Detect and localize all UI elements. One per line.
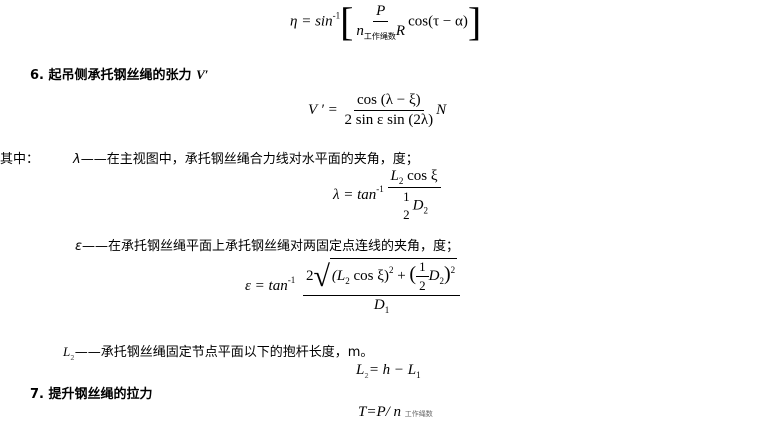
l2-def: L2——承托钢丝绳固定节点平面以下的抱杆长度，m。 [63, 341, 373, 362]
lambda-num-l: L [390, 168, 399, 184]
eps-def: ε——在承托钢丝绳平面上承托钢丝绳对两固定点连线的夹角，度； [75, 235, 459, 254]
lambda-lhs: λ = tan [333, 186, 377, 203]
l2-eq-l: L [356, 362, 365, 378]
heading-7-number: 7. [30, 387, 44, 402]
t-eq: T=P/ n [358, 404, 402, 420]
eps-sq2: 2 [450, 264, 456, 275]
lambda-desc: ——在主视图中，承托钢丝绳合力线对水平面的夹角，度； [80, 152, 419, 167]
heading-7-text: 提升钢丝绳的拉力 [48, 387, 153, 402]
eta-den-r: R [395, 22, 406, 39]
eps-half-den: 2 [419, 278, 426, 293]
lambda-den-sub: 2 [423, 205, 428, 216]
eps-two: 2 [305, 267, 314, 284]
eps-den-sub: 1 [384, 305, 390, 315]
eps-lhs: ε = tan [245, 277, 288, 294]
lambda-num-tail: cos ξ [407, 168, 438, 184]
v-lhs: V ′ = [308, 101, 338, 118]
eta-lhs: η = sin [290, 13, 333, 30]
lambda-half-den: 2 [403, 207, 410, 222]
v-tail: N [436, 101, 447, 118]
eps-term1: (L [331, 267, 346, 284]
heading-6-text: 起吊侧承托钢丝绳的张力 [48, 68, 192, 83]
eps-sq: 2 [388, 264, 394, 275]
v-num: cos (λ − ξ) [354, 92, 424, 111]
where-label: 其中： [0, 152, 40, 167]
heading-6-var: V′ [196, 67, 209, 82]
eps-sup: -1 [287, 274, 296, 285]
eps-t1-sub: 2 [345, 275, 350, 286]
eps-sym: ε [75, 239, 83, 254]
lambda-num-sub: 2 [398, 176, 404, 186]
eta-den-sub: 工作绳数 [363, 31, 396, 41]
eps-half-num: 1 [416, 259, 429, 277]
lambda-den-d: D [412, 197, 424, 214]
lambda-half-num: 1 [403, 189, 410, 204]
eps-d: D [428, 267, 440, 284]
eps-desc: ——在承托钢丝绳平面上承托钢丝绳对两固定点连线的夹角，度； [82, 239, 460, 254]
l2-formula: L2= h − L1 [356, 362, 421, 380]
heading-7: 7. 提升钢丝绳的拉力 [30, 383, 153, 402]
heading-6-number: 6. [30, 68, 44, 83]
v-den: 2 sin ε sin (2λ) [344, 112, 434, 128]
lambda-sym: λ [73, 152, 81, 167]
eps-plus: + [393, 267, 410, 284]
l2-sym: L [63, 344, 71, 359]
l2-desc: ——承托钢丝绳固定节点平面以下的抱杆长度，m。 [74, 345, 374, 360]
l2-eq-rhs: = h − L [368, 362, 417, 378]
eta-num: P [373, 3, 389, 22]
t-eq-sub: 工作绳数 [404, 410, 433, 418]
l2-sub: 2 [70, 354, 75, 362]
v-formula: V ′ = cos (λ − ξ)2 sin ε sin (2λ)N [308, 92, 446, 129]
t-formula: T=P/ n 工作绳数 [358, 404, 433, 421]
eps-den: D [373, 297, 385, 313]
eta-sup: -1 [332, 10, 341, 21]
eps-t1-tail: cos ξ) [349, 267, 389, 284]
heading-6: 6. 起吊侧承托钢丝绳的张力 V′ [30, 64, 208, 83]
l2-eq-rsub: 1 [416, 370, 421, 380]
lambda-def: λ——在主视图中，承托钢丝绳合力线对水平面的夹角，度； [73, 148, 419, 167]
lambda-sup: -1 [376, 183, 384, 194]
eta-den-n: n [356, 22, 364, 39]
eta-tail: cos(τ − α) [408, 13, 468, 30]
l2-eq-sub: 2 [364, 372, 369, 380]
eps-d-sub: 2 [439, 275, 444, 286]
